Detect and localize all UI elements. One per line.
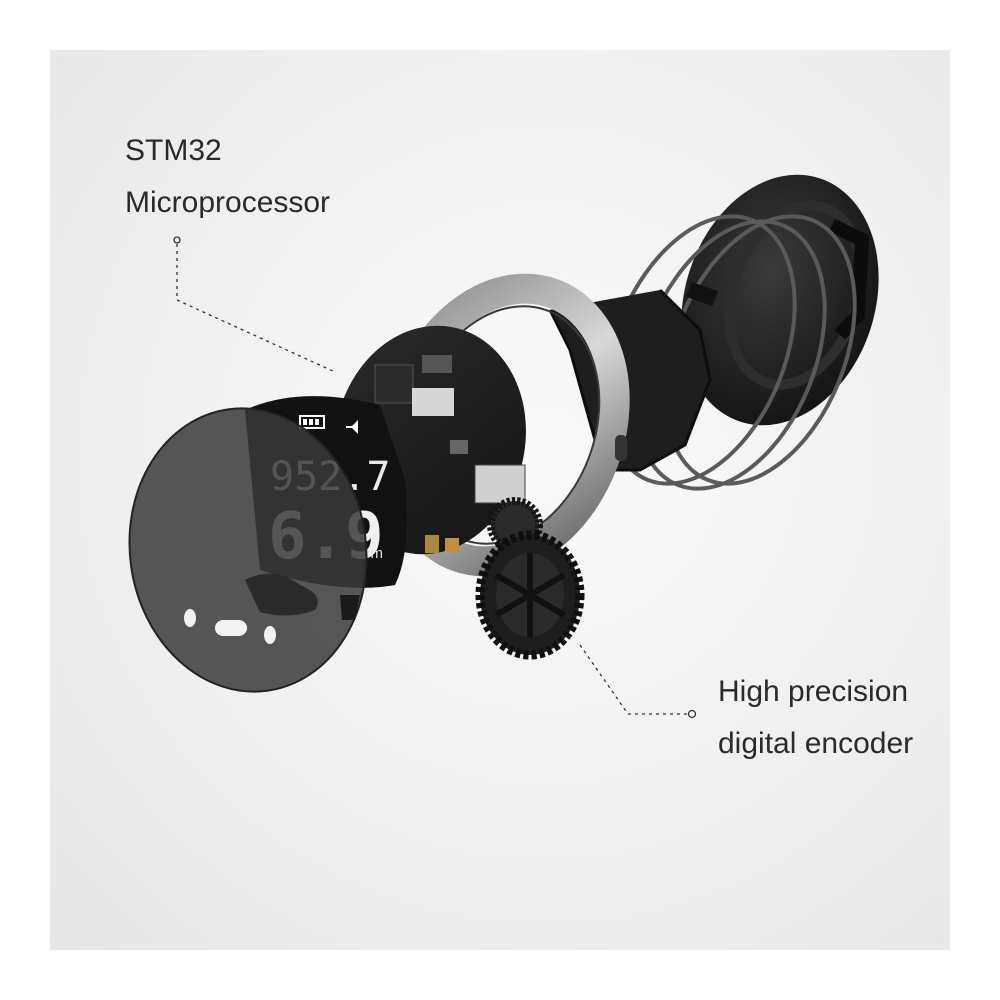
- front-lens: [128, 407, 368, 693]
- encoder-label-line2: digital encoder: [718, 727, 914, 760]
- microprocessor-leader-line: [173, 236, 336, 373]
- encoder-wheel: [475, 530, 585, 660]
- encoder-callout: High precision digital encoder: [718, 666, 913, 770]
- encoder-label-line1: High precision: [718, 675, 909, 708]
- microprocessor-callout: STM32 Microprocessor: [125, 125, 330, 229]
- microprocessor-label-line2: Microprocessor: [125, 186, 331, 219]
- display-unit: cm: [363, 545, 383, 562]
- exploded-device-illustration: 952.7 6.9 cm: [128, 174, 879, 719]
- encoder-leader-line: [579, 644, 697, 719]
- exploded-view-panel: 952.7 6.9 cm: [50, 50, 950, 950]
- microprocessor-label-line1: STM32: [125, 134, 222, 167]
- back-cap: [681, 174, 879, 426]
